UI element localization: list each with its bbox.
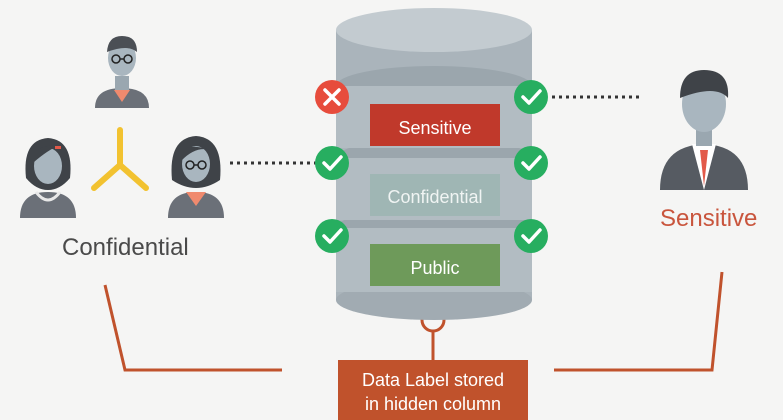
tier-public-label: Public: [410, 258, 460, 278]
person-female-glasses-icon: [168, 136, 224, 218]
tier-sensitive-band: [370, 104, 500, 146]
data-label-line2: in hidden column: [364, 394, 502, 414]
check-icon: [514, 80, 548, 114]
database-icon: [336, 8, 532, 320]
data-label-box: Data Label stored in hidden column: [338, 360, 528, 420]
deny-icon: [315, 80, 349, 114]
check-icon: [315, 146, 349, 180]
check-icon: [315, 219, 349, 253]
person-male-glasses-icon: [95, 36, 149, 108]
person-male-suit-icon: [660, 70, 748, 190]
check-icon: [514, 219, 548, 253]
data-label-line1: Data Label stored: [361, 370, 505, 390]
check-icon: [514, 146, 548, 180]
right-connector-line: [554, 271, 724, 372]
person-female-icon: [20, 138, 76, 218]
left-connector-line: [103, 284, 282, 372]
group-right-label: Sensitive: [660, 205, 758, 232]
tier-public-band: [370, 244, 500, 286]
group-left-label: Confidential: [62, 234, 189, 261]
tier-sensitive-label: Sensitive: [398, 118, 472, 138]
tier-confidential-label: Confidential: [387, 187, 483, 207]
tier-confidential-band: [370, 174, 500, 216]
group-connector-icon: [91, 127, 149, 191]
